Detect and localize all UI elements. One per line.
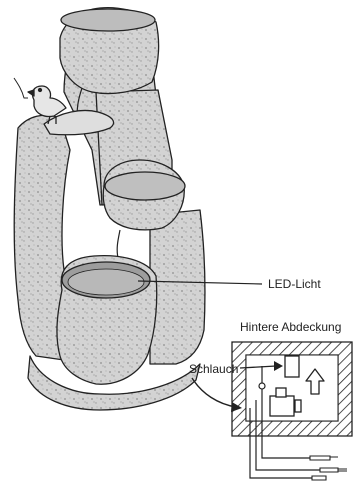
led-light-label: LED-Licht: [268, 277, 321, 291]
fountain-illustration: [14, 8, 205, 410]
water-stream-middle: [117, 230, 120, 258]
middle-vessel-rim: [105, 172, 185, 200]
top-pitcher-rim: [61, 9, 155, 31]
hose-label: Schlauch: [189, 362, 238, 376]
rear-cover-detail: [232, 342, 352, 480]
nozzle: [285, 356, 299, 377]
curved-arrow-icon: [192, 378, 236, 407]
right-trunk: [150, 210, 205, 364]
cable-plug-2: [320, 468, 347, 472]
rear-cover-title: Hintere Abdeckung: [240, 320, 341, 334]
cable-plug-3: [312, 476, 326, 480]
cable-plug-1: [310, 456, 338, 460]
